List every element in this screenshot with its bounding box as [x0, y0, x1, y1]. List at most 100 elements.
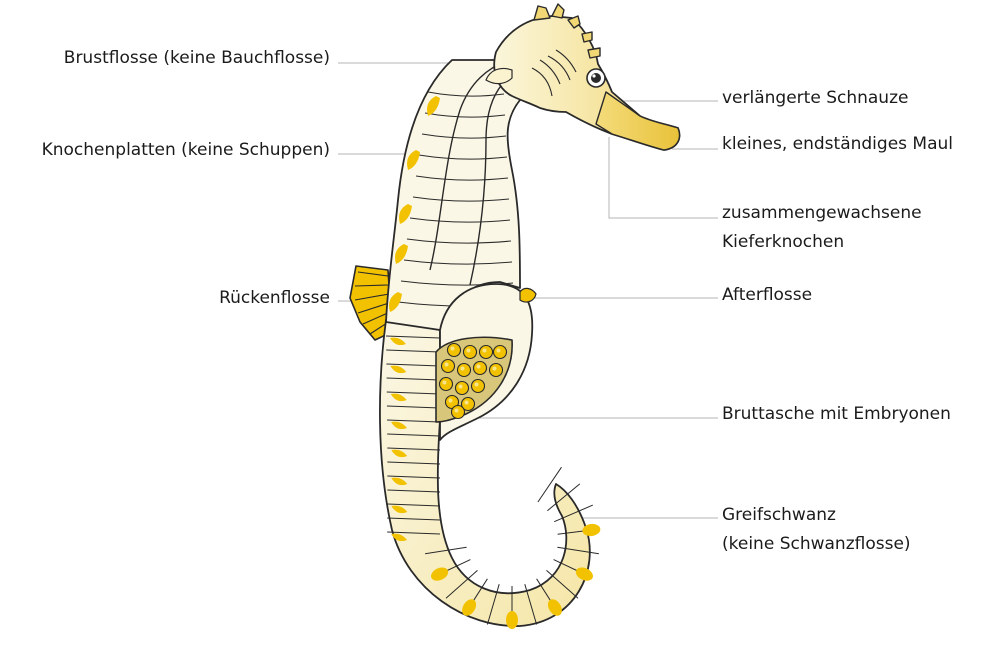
embryo: [454, 380, 470, 396]
embryo-highlight: [496, 348, 501, 353]
tail-spot: [547, 599, 562, 616]
tail-band: [387, 447, 441, 451]
tail-spot: [390, 337, 406, 346]
tail-spot: [391, 533, 408, 542]
body-band: [415, 175, 509, 181]
tail-spot: [575, 567, 593, 581]
tail-band: [557, 546, 599, 555]
tail-band: [387, 489, 441, 493]
embryo-highlight: [450, 346, 455, 351]
tail-band: [425, 546, 467, 555]
tail-spot: [390, 393, 407, 402]
tail-spot: [391, 421, 408, 430]
body-spot: [407, 150, 420, 170]
tail-band: [546, 570, 579, 599]
body-spot: [395, 244, 408, 264]
label-schnauze: verlängerte Schnauze: [722, 88, 909, 108]
embryo: [440, 358, 456, 374]
tail-spot: [390, 365, 407, 374]
body-band: [409, 217, 511, 223]
embryo: [492, 344, 508, 360]
embryo: [462, 344, 478, 360]
tail-spot: [462, 599, 477, 616]
label-afterflosse: Afterflosse: [722, 285, 813, 305]
dorsal-fin: [349, 265, 393, 341]
body-band: [412, 196, 510, 202]
label-kiefer-line2: Kieferknochen: [722, 232, 845, 252]
leader-kiefer: [608, 137, 718, 219]
embryo-highlight: [464, 400, 469, 405]
embryo-highlight: [474, 382, 479, 387]
embryo: [460, 396, 476, 412]
embryo: [450, 404, 466, 420]
embryo-highlight: [492, 366, 497, 371]
tail-band: [387, 461, 441, 465]
label-maul: kleines, endständiges Maul: [722, 134, 953, 154]
tail-spot: [391, 477, 408, 486]
body-band: [403, 259, 513, 265]
embryo-highlight: [466, 348, 471, 353]
tail-band: [387, 531, 441, 535]
tail-band: [524, 584, 538, 625]
brood-pouch: [435, 336, 513, 423]
embryo: [438, 376, 454, 392]
tail-spot: [506, 611, 518, 629]
label-kiefer-line1: zusammengewachsene: [722, 203, 922, 223]
label-rueckenflosse: Rückenflosse: [219, 288, 330, 308]
embryo-highlight: [442, 380, 447, 385]
anal-fin: [519, 287, 537, 303]
tail-band: [386, 391, 441, 395]
body-band: [421, 133, 507, 139]
label-knochenplatten: Knochenplatten (keine Schuppen): [41, 140, 330, 160]
leader-lines: [338, 62, 718, 519]
label-greifschwanz-line2: (keine Schwanzflosse): [722, 534, 911, 554]
embryo: [472, 360, 488, 376]
tail-band: [547, 483, 581, 512]
label-bruttasche: Bruttasche mit Embryonen: [722, 404, 951, 424]
embryo-highlight: [460, 366, 465, 371]
tail-spot: [582, 523, 601, 537]
label-greifschwanz-line1: Greifschwanz: [722, 505, 836, 525]
embryo: [488, 362, 504, 378]
embryo: [470, 378, 486, 394]
embryo: [478, 344, 494, 360]
embryo-highlight: [458, 384, 463, 389]
tail-band: [387, 503, 441, 507]
tail-band: [386, 349, 441, 353]
tail-band: [387, 517, 441, 521]
tail-spot: [431, 567, 449, 581]
embryo-highlight: [454, 408, 459, 413]
tail-band: [386, 405, 441, 409]
tail-band: [387, 433, 441, 437]
embryo: [446, 342, 462, 358]
body-band: [427, 91, 505, 97]
body-spot: [399, 204, 412, 224]
body-band: [424, 112, 506, 118]
body-spot: [427, 96, 440, 116]
tail-band: [486, 584, 500, 625]
body-band: [418, 154, 508, 160]
embryo-highlight: [448, 398, 453, 403]
tail-band: [387, 475, 441, 479]
tail-spot: [391, 449, 408, 458]
tail-spot: [391, 505, 408, 514]
tail-band: [386, 377, 441, 381]
label-brustflosse: Brustflosse (keine Bauchflosse): [63, 48, 330, 68]
tail-band: [386, 363, 441, 367]
tail-band: [537, 466, 562, 503]
tail-band: [387, 419, 441, 423]
embryo: [456, 362, 472, 378]
body-spot: [389, 292, 402, 312]
tail: [379, 319, 601, 629]
tail-band: [385, 335, 441, 339]
embryo-highlight: [444, 362, 449, 367]
embryo-highlight: [476, 364, 481, 369]
body: [385, 59, 521, 331]
head: [485, 3, 681, 151]
body-band: [406, 238, 512, 244]
tail-band: [445, 570, 478, 599]
embryo-highlight: [482, 348, 487, 353]
tail-band: [554, 504, 593, 523]
